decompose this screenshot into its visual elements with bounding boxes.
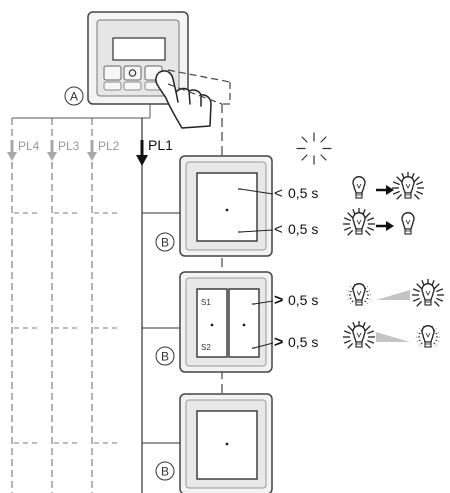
- callout-a: A: [64, 86, 84, 106]
- priority-pl4: PL4: [7, 139, 40, 161]
- bus-lines: [11, 69, 231, 493]
- switch-double: S1 S2: [179, 271, 273, 373]
- priority-pl3-label: PL3: [58, 139, 80, 153]
- press-row-duration: 0,5 s: [288, 221, 318, 237]
- priority-pl2-label: PL2: [98, 139, 120, 153]
- press-row-duration: 0,5 s: [288, 292, 318, 308]
- lamp-off-from-icon: [352, 176, 366, 199]
- controller-button-center[interactable]: [123, 65, 142, 81]
- switch-single-1: [179, 155, 273, 257]
- callout-b-3-label: B: [161, 465, 169, 479]
- switch-1-rocker[interactable]: [196, 172, 258, 242]
- press-row-sign: <: [274, 185, 283, 202]
- lamp-on-to-icon: [392, 172, 424, 200]
- callout-b-1-label: B: [161, 236, 169, 250]
- lamp-on-from-icon: [343, 208, 375, 236]
- priority-pl1-label: PL1: [148, 137, 173, 153]
- press-row-duration: 0,5 s: [288, 185, 318, 201]
- ramp-down-icon: [376, 332, 410, 342]
- press-row-sign: >: [274, 292, 283, 309]
- controller-button-left[interactable]: [103, 65, 122, 81]
- press-row-sign: <: [274, 221, 283, 238]
- press-row-sign: >: [274, 334, 283, 351]
- switch-2-rocker-left[interactable]: [196, 288, 228, 358]
- priority-pl4-label: PL4: [18, 139, 40, 153]
- callout-b-3: B: [155, 461, 175, 481]
- switch-single-3: [179, 393, 273, 493]
- callout-b-1: B: [155, 232, 175, 252]
- switch-2-rocker-right[interactable]: [228, 288, 260, 358]
- priority-pl2: PL2: [87, 139, 120, 161]
- arrow-right-icon: [376, 221, 394, 231]
- lamp-on-from-icon: [343, 321, 375, 349]
- press-row: <0,5 s: [239, 221, 394, 238]
- priority-pl3: PL3: [47, 139, 80, 161]
- press-row-duration: 0,5 s: [288, 334, 318, 350]
- lamp-dim-to-icon: [416, 325, 440, 348]
- press-row: >0,5 s: [253, 332, 410, 351]
- blink-indicator-icon: [296, 132, 332, 165]
- switch-2-label-top: S1: [201, 298, 211, 307]
- switch-2-label-bottom: S2: [201, 343, 211, 352]
- lamp-dim-from-icon: [347, 283, 371, 306]
- callout-b-2: B: [155, 346, 175, 366]
- press-row: >0,5 s: [253, 290, 410, 309]
- press-row: <0,5 s: [239, 185, 394, 202]
- press-rows: <0,5 s<0,5 s>0,5 s>0,5 s: [239, 172, 444, 351]
- priority-pl1: PL1: [136, 137, 173, 166]
- lamp-on-to-icon: [412, 279, 444, 307]
- callout-b-2-label: B: [161, 350, 169, 364]
- ramp-up-icon: [376, 290, 410, 300]
- callout-a-label: A: [70, 90, 78, 104]
- controller-display: [112, 37, 166, 61]
- lamp-off-to-icon: [401, 212, 415, 235]
- arrow-right-icon: [376, 185, 394, 195]
